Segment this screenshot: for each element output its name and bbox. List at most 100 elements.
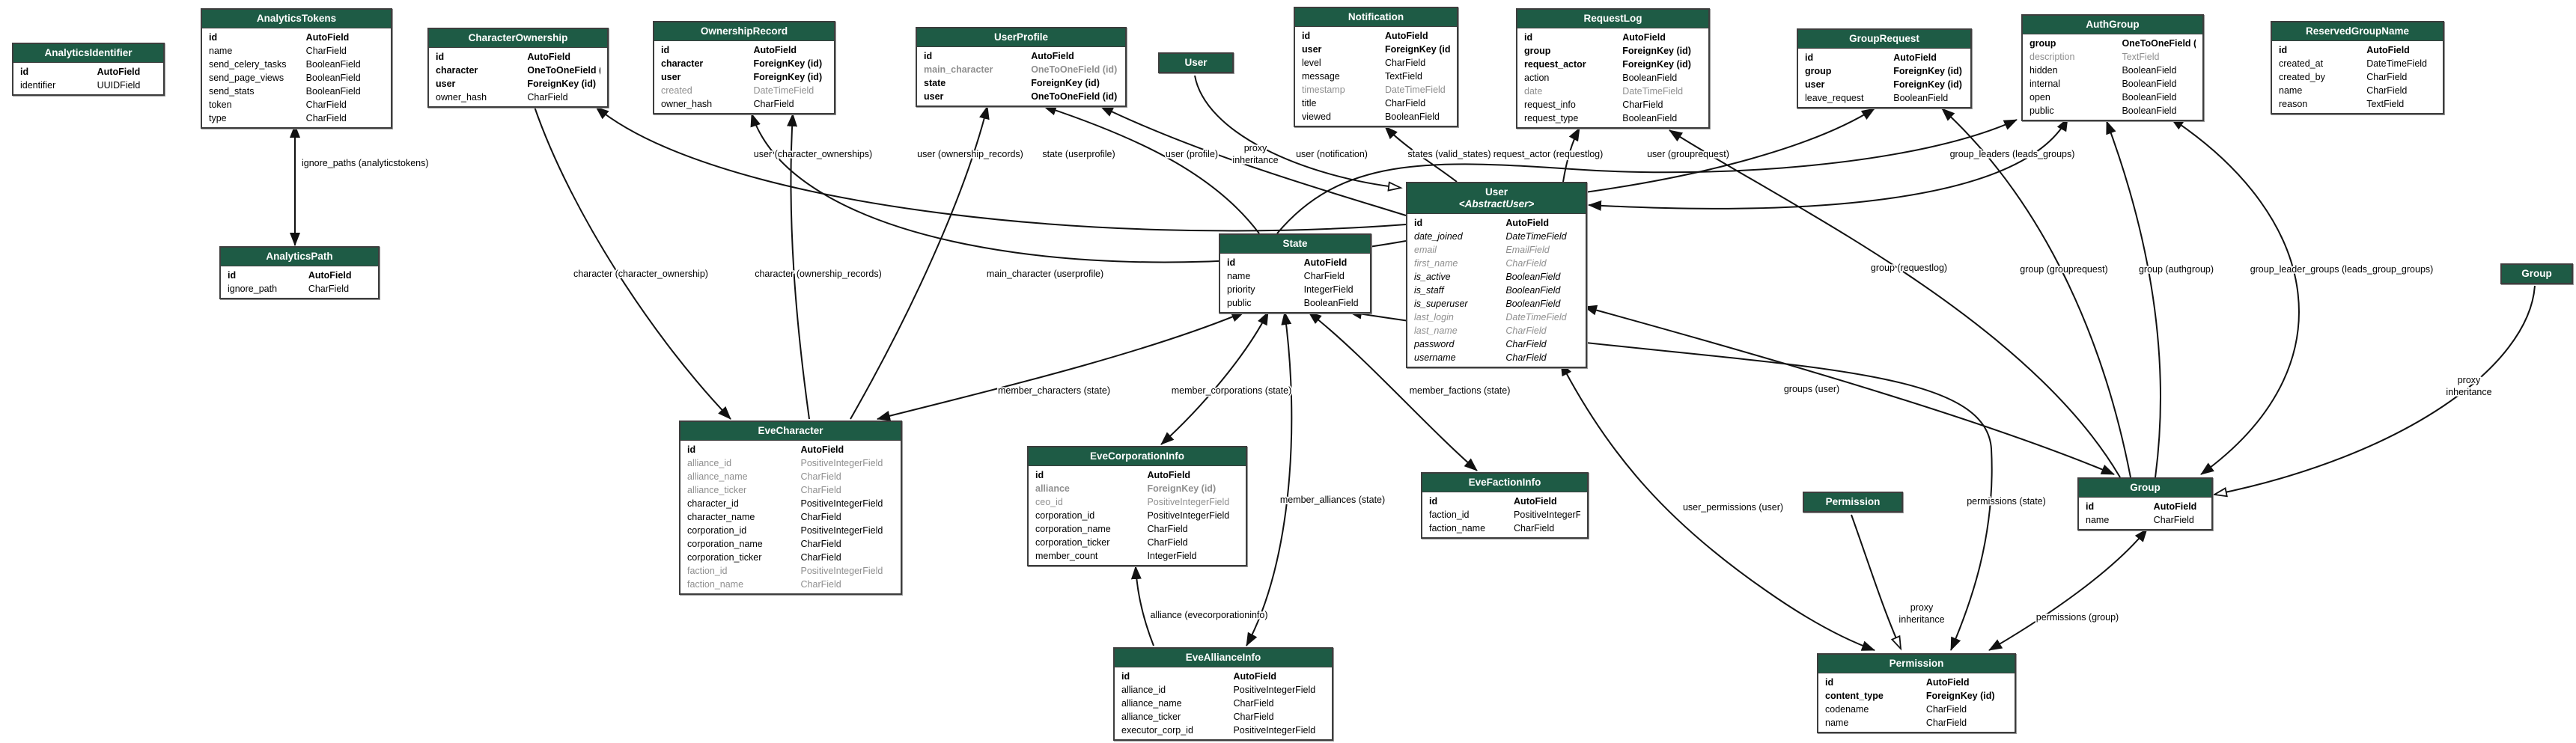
- field-name: id: [2279, 45, 2288, 55]
- field-type: ForeignKey (id): [753, 72, 823, 82]
- field-type: ForeignKey (id): [1031, 78, 1100, 88]
- table-title: Notification: [1348, 11, 1404, 22]
- edge-proxy-inheritance-user: [1194, 75, 1403, 192]
- field-type: BooleanField: [1893, 93, 1949, 103]
- field-name: id: [1414, 218, 1423, 228]
- field-type: AutoField: [1925, 677, 1970, 688]
- table-title: EveCorporationInfo: [1089, 450, 1184, 462]
- edge-main-character-userprofile: [850, 106, 990, 420]
- field-type: AutoField: [800, 444, 844, 455]
- field-name: level: [1302, 58, 1321, 68]
- table-title: EveFactionInfo: [1468, 477, 1541, 488]
- field-type: OneToOneField (id): [527, 65, 600, 76]
- field-type: DateTimeField: [1505, 312, 1567, 322]
- field-name: public: [2030, 106, 2054, 116]
- field-name: is_superuser: [1414, 299, 1468, 309]
- field-name: date: [1524, 86, 1543, 97]
- field-name: alliance_name: [1121, 698, 1182, 709]
- field-type: AutoField: [1622, 32, 1666, 43]
- edge-label-user-character-ownerships: user (character_ownerships): [754, 149, 872, 159]
- table-header: Group: [2079, 479, 2211, 498]
- field-type: AutoField: [308, 270, 352, 281]
- field-type: CharField: [1147, 537, 1188, 548]
- field-type: CharField: [800, 512, 841, 522]
- edge-user-notification: [1384, 126, 1458, 183]
- field-type: ForeignKey (id): [1925, 691, 1995, 701]
- field-name: id: [661, 45, 670, 55]
- field-name: message: [1302, 71, 1340, 82]
- field-type: CharField: [800, 485, 841, 495]
- field-type: PositiveIntegerField: [1514, 510, 1580, 520]
- field-type: CharField: [800, 579, 841, 590]
- field-type: BooleanField: [1505, 272, 1561, 282]
- edge-state-userprofile: [1043, 105, 1260, 234]
- field-type: ForeignKey (id): [1147, 483, 1217, 494]
- table-header: EveAllianceInfo: [1115, 649, 1332, 667]
- table-title: User: [1184, 57, 1208, 68]
- edge-label-request-actor-requestlog: request_actor (requestlog): [1493, 149, 1604, 159]
- edge-label-character-ownership-records: character (ownership_records): [755, 269, 882, 279]
- field-name: created_at: [2279, 58, 2324, 69]
- edge-character-ownership-records: [787, 113, 810, 420]
- field-rows: idAutoFieldfaction_idPositiveIntegerFiel…: [1422, 492, 1587, 537]
- field-type: ForeignKey (id): [1384, 44, 1450, 55]
- table-header: Notification: [1295, 8, 1457, 27]
- edge-label-user-ownership-records: user (ownership_records): [917, 149, 1023, 159]
- field-name: request_actor: [1524, 59, 1586, 70]
- field-type: EmailField: [1505, 245, 1550, 255]
- field-name: id: [1524, 32, 1533, 43]
- edge-label-proxy-inheritance-user: inheritance: [1232, 155, 1278, 165]
- field-name: id: [20, 67, 29, 77]
- table-header: GroupRequest: [1798, 30, 1970, 49]
- field-name: priority: [1227, 284, 1255, 295]
- edge-group-authgroup: [2106, 120, 2162, 478]
- field-name: name: [2279, 85, 2303, 96]
- field-name: description: [2030, 52, 2075, 62]
- field-name: user: [436, 79, 456, 89]
- field-name: name: [1825, 718, 1849, 728]
- edge-character-character-ownership: [534, 106, 731, 420]
- field-name: send_stats: [209, 86, 255, 97]
- field-type: CharField: [800, 539, 841, 549]
- table-title: State: [1282, 238, 1308, 249]
- edge-label-permissions-state: permissions (state): [1967, 496, 2046, 507]
- field-type: AutoField: [1514, 496, 1557, 507]
- field-type: BooleanField: [2122, 65, 2177, 76]
- field-name: id: [1121, 671, 1130, 682]
- edge-label-proxy-inheritance-user: proxy: [1244, 143, 1267, 153]
- edge-label-member-characters-state: member_characters (state): [998, 385, 1110, 396]
